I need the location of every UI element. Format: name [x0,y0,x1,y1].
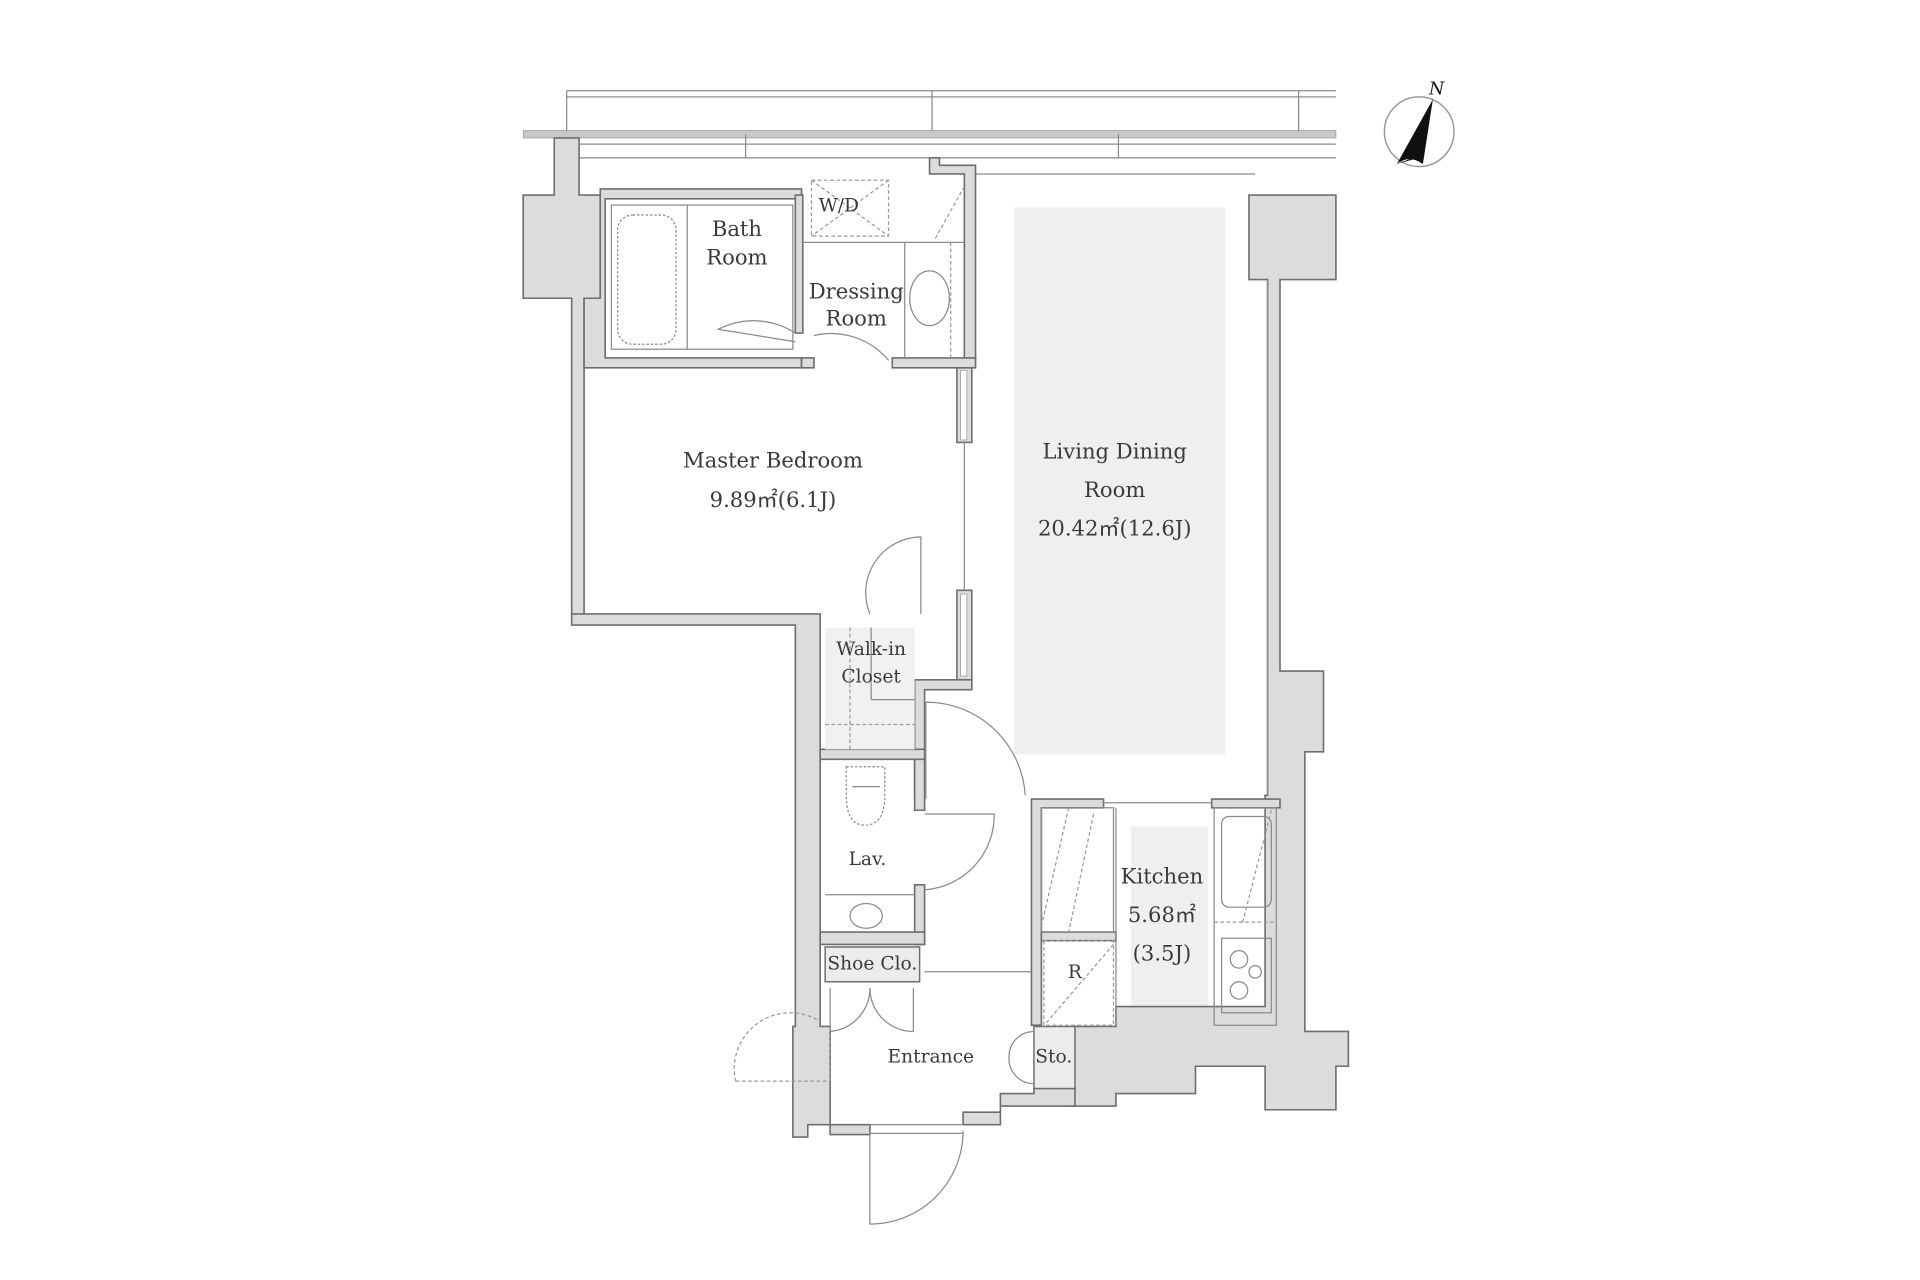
north-label: N [1428,79,1445,99]
lav-label: Lav. [849,849,887,870]
living-floor [1014,207,1226,755]
living-label-2: Room [1084,477,1145,502]
kitchen-area: 5.68㎡ [1128,902,1196,927]
walls [522,137,1350,1138]
bath-label-1: Bath [712,216,763,241]
room-labels: Bath Room W/D Dressing Room Master Bedro… [683,195,1204,1067]
bath-label-2: Room [706,245,767,270]
master-bedroom-label: Master Bedroom [683,447,863,472]
entrance-label: Entrance [888,1047,975,1068]
walkin-label-1: Walk-in [836,639,906,660]
dressing-label-1: Dressing [809,278,904,303]
storage-label: Sto. [1035,1047,1072,1068]
north-arrow-icon: N [1383,79,1455,168]
kitchen-label: Kitchen [1121,864,1204,889]
fridge-label: R [1068,962,1083,983]
kitchen-tatami: (3.5J) [1133,941,1192,966]
balcony [522,90,1337,175]
dressing-label-2: Room [826,306,887,331]
shoe-closet-label: Shoe Clo. [827,953,917,974]
fixtures [610,179,1277,1026]
living-area: 20.42㎡(12.6J) [1038,516,1191,541]
living-label-1: Living Dining [1043,439,1187,464]
wd-label: W/D [819,195,859,216]
doors [716,320,1212,1225]
walkin-label-2: Closet [841,666,901,687]
master-bedroom-area: 9.89㎡(6.1J) [710,487,837,512]
kitchen-floor [1130,826,1208,1011]
